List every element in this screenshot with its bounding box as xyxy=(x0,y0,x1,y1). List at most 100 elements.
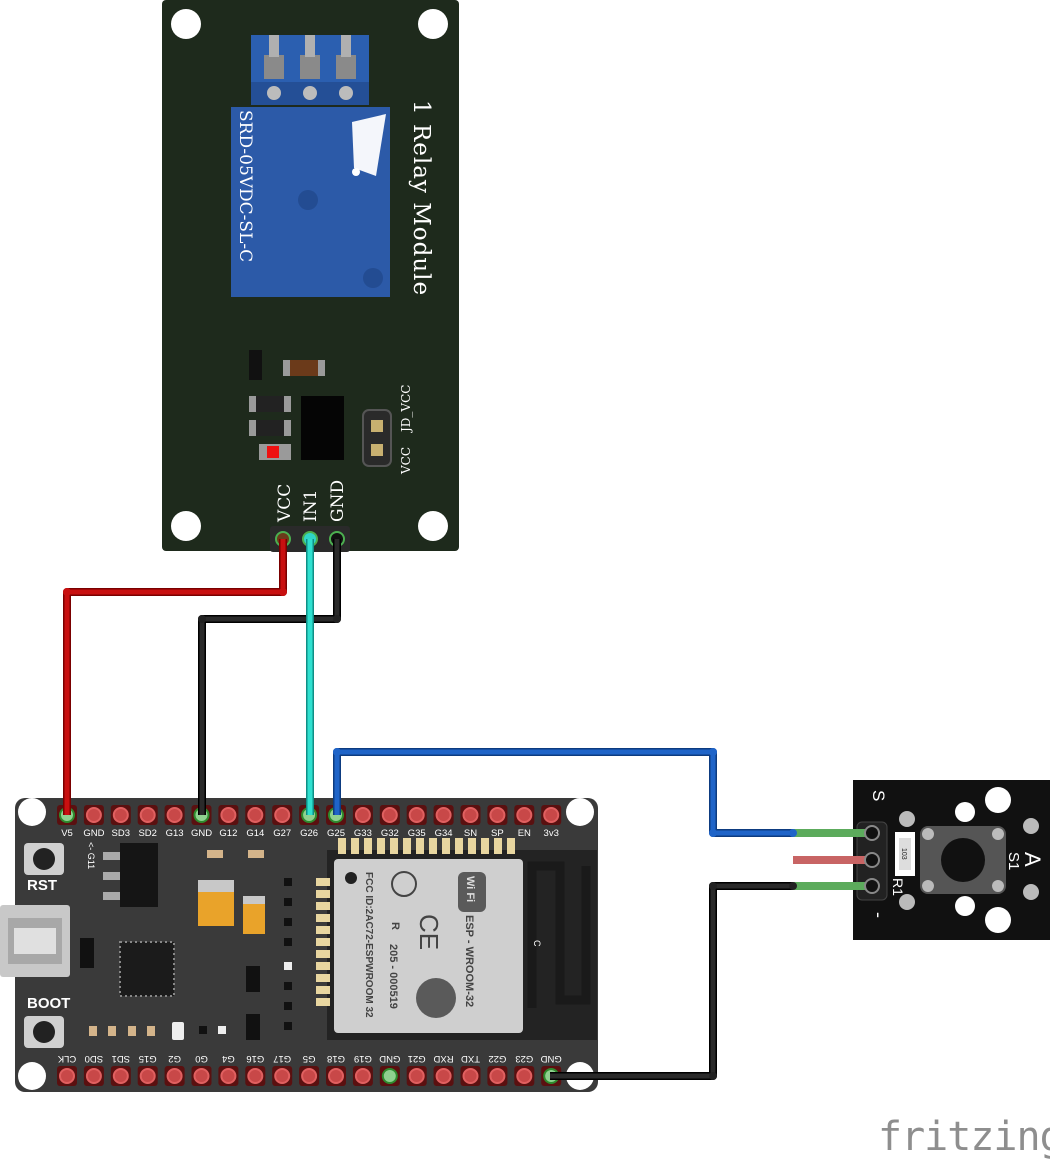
resistor-code: 103 xyxy=(900,848,907,860)
pin-bottom-g19-11[interactable] xyxy=(354,1068,371,1084)
antenna-label: C xyxy=(532,940,542,947)
wire-vcc-v5[interactable] xyxy=(63,539,287,815)
pin-top-3v3-18[interactable] xyxy=(543,807,560,823)
pin-label-g12: G12 xyxy=(219,828,237,839)
pin-top-g34-14[interactable] xyxy=(435,807,452,823)
pin-bottom-g15-3[interactable] xyxy=(139,1068,156,1084)
pin-label-sp: SP xyxy=(491,828,504,839)
label-minus: - xyxy=(869,912,889,918)
pin-label-gnd: GND xyxy=(191,828,212,839)
relay-pin-label-in1: IN1 xyxy=(301,490,321,522)
pin-bottom-g23-17[interactable] xyxy=(516,1068,533,1084)
pin-top-g13-4[interactable] xyxy=(166,807,183,823)
pin-label-g17: G17 xyxy=(273,1053,291,1064)
pin-top-g27-8[interactable] xyxy=(274,807,291,823)
pin-top-g12-6[interactable] xyxy=(220,807,237,823)
jumper-label-vcc: VCC xyxy=(399,447,413,475)
relay-module-title: 1 Relay Module xyxy=(408,100,434,296)
button-pin-signal[interactable] xyxy=(864,825,880,841)
pin-top-g14-7[interactable] xyxy=(247,807,264,823)
module-pad xyxy=(429,838,437,854)
pin-bottom-g5-9[interactable] xyxy=(301,1068,318,1084)
pin-label-g13: G13 xyxy=(166,828,184,839)
pin-label-g22: G22 xyxy=(488,1053,506,1064)
pin-bottom-g2-4[interactable] xyxy=(166,1068,183,1084)
module-pad xyxy=(316,974,330,982)
pin-label-sd2: SD2 xyxy=(138,828,156,839)
module-pad xyxy=(316,962,330,970)
espressif-logo-icon xyxy=(416,978,456,1018)
push-button[interactable] xyxy=(920,826,1006,894)
module-pad xyxy=(351,838,359,854)
pin-top-sn-15[interactable] xyxy=(462,807,479,823)
wire-gnd-gnd[interactable] xyxy=(198,539,341,815)
module-pad xyxy=(481,838,489,854)
module-pad xyxy=(377,838,385,854)
module-pad xyxy=(338,838,346,854)
pin-label-v5: V5 xyxy=(61,828,73,839)
pin-label-sd0: SD0 xyxy=(85,1053,103,1064)
pin-label-gnd: GND xyxy=(83,828,104,839)
pin-label-g4: G4 xyxy=(222,1053,235,1064)
smd-component xyxy=(249,350,262,380)
pin-top-sd2-3[interactable] xyxy=(139,807,156,823)
module-pad xyxy=(455,838,463,854)
pin-label-g16: G16 xyxy=(246,1053,264,1064)
pin-bottom-g4-6[interactable] xyxy=(220,1068,237,1084)
module-model-text: ESP - WROOM-32 xyxy=(463,915,475,1007)
module-pad xyxy=(403,838,411,854)
pin-top-gnd-1[interactable] xyxy=(85,807,102,823)
usb-uart-chip xyxy=(119,941,175,997)
module-pad xyxy=(468,838,476,854)
pin-bottom-g21-13[interactable] xyxy=(408,1068,425,1084)
rst-button[interactable] xyxy=(24,843,64,875)
button-module: 103 S - A S1 R1 xyxy=(853,780,1050,940)
pin-bottom-rxd-14[interactable] xyxy=(435,1068,452,1084)
pin-bottom-txd-15[interactable] xyxy=(462,1068,479,1084)
boot-button[interactable] xyxy=(24,1016,64,1048)
pin-top-g32-12[interactable] xyxy=(381,807,398,823)
module-pad xyxy=(316,986,330,994)
label-a: A xyxy=(1020,852,1045,867)
button-pin-gnd[interactable] xyxy=(864,878,880,894)
antenna-trace xyxy=(527,861,591,1008)
pin-label-txd: TXD xyxy=(461,1053,480,1064)
transistor xyxy=(301,396,344,460)
button-pin-vcc[interactable] xyxy=(864,852,880,868)
pin-bottom-clk-0[interactable] xyxy=(59,1068,75,1084)
esp-wroom-module: C ESP - WROOM-32 FCC ID:2AC72-ESPWROOM 3… xyxy=(316,838,597,1040)
pin-bottom-g18-10[interactable] xyxy=(328,1068,344,1084)
pin-bottom-g17-8[interactable] xyxy=(274,1068,291,1084)
pin-top-g33-11[interactable] xyxy=(354,807,371,823)
pin-bottom-sd1-2[interactable] xyxy=(112,1068,129,1084)
relay-part-number: SRD-05VDC-SL-C xyxy=(235,110,255,262)
module-pad xyxy=(316,998,330,1006)
fritzing-logo: fritzing xyxy=(878,1114,1050,1160)
module-pad xyxy=(364,838,372,854)
fcc-logo-icon xyxy=(391,871,417,897)
pin-top-sd3-2[interactable] xyxy=(112,807,129,823)
pin-label-g26: G26 xyxy=(300,828,318,839)
capacitor xyxy=(243,896,265,934)
pin-label-g34: G34 xyxy=(435,828,453,839)
mount-hole xyxy=(418,9,448,39)
pin-bottom-g22-16[interactable] xyxy=(489,1068,506,1084)
pin-bottom-g0-5[interactable] xyxy=(193,1068,210,1084)
module-pad xyxy=(316,902,330,910)
pin-top-sp-16[interactable] xyxy=(489,807,506,823)
pin-bottom-gnd-12[interactable] xyxy=(381,1068,398,1084)
pin-bottom-g16-7[interactable] xyxy=(247,1068,264,1084)
pin-label-g25: G25 xyxy=(327,828,345,839)
pin-top-en-17[interactable] xyxy=(516,807,533,823)
label-r1: R1 xyxy=(890,878,906,896)
wifi-text: Wi Fi xyxy=(464,876,476,902)
pin-top-g35-13[interactable] xyxy=(408,807,425,823)
module-pad xyxy=(442,838,450,854)
pin-label-sn: SN xyxy=(464,828,477,839)
relay-module: SRD-05VDC-SL-C 1 Relay Module JD_VCC VCC… xyxy=(162,0,459,552)
label-s1: S1 xyxy=(1005,852,1022,870)
pin-bottom-sd0-1[interactable] xyxy=(85,1068,102,1084)
jumper-header xyxy=(362,409,392,467)
module-r-mark: R xyxy=(389,922,401,930)
